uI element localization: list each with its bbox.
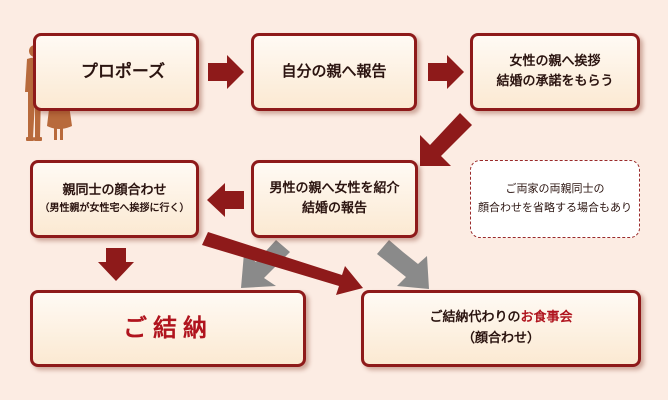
node-meal-line1: ご結納代わりのお食事会: [429, 308, 572, 328]
node-propose-label: プロポーズ: [80, 61, 166, 82]
node-meal: ご結納代わりのお食事会 （顔合わせ）: [361, 290, 641, 367]
arrow-families-meet-to-meal: [202, 232, 363, 295]
node-meal-prefix: ご結納代わりの: [429, 310, 521, 326]
node-own-parents: 自分の親へ報告: [251, 33, 417, 111]
note-box: ご両家の両親同士の 顔合わせを省略する場合もあり: [470, 160, 640, 238]
node-yuino-label: ご結納: [123, 313, 213, 342]
node-his-parents-line2: 結婚の報告: [301, 201, 367, 216]
arrow-propose-to-own-parents: [208, 55, 244, 89]
arrow-families-meet-to-yuino: [98, 248, 134, 281]
note-line2: 顔合わせを省略する場合もあり: [478, 201, 632, 214]
node-meal-highlight: お食事会: [520, 310, 573, 326]
node-meal-line2: （顔合わせ）: [461, 330, 540, 346]
node-his-parents: 男性の親へ女性を紹介 結婚の報告: [251, 160, 418, 238]
arrow-his-parents-to-meal: [377, 240, 429, 289]
note-line1: ご両家の両親同士の: [505, 182, 605, 196]
node-his-parents-line1: 男性の親へ女性を紹介: [269, 180, 400, 196]
node-her-parents-line1: 女性の親へ挨拶: [509, 53, 601, 69]
arrow-own-to-her-parents: [428, 55, 464, 89]
node-her-parents: 女性の親へ挨拶 結婚の承諾をもらう: [470, 33, 640, 111]
arrow-his-parents-to-families-meet: [207, 183, 244, 217]
node-families-meet-line1: 親同士の顔合わせ: [62, 182, 167, 198]
node-her-parents-line2: 結婚の承諾をもらう: [496, 74, 614, 89]
arrow-her-to-his-parents: [420, 113, 472, 166]
node-propose: プロポーズ: [33, 33, 199, 111]
node-families-meet-line2: （男性親が女性宅へ挨拶に行く）: [39, 203, 190, 215]
node-families-meet: 親同士の顔合わせ （男性親が女性宅へ挨拶に行く）: [30, 160, 199, 238]
node-own-parents-label: 自分の親へ報告: [281, 62, 387, 81]
node-yuino: ご結納: [30, 290, 306, 367]
